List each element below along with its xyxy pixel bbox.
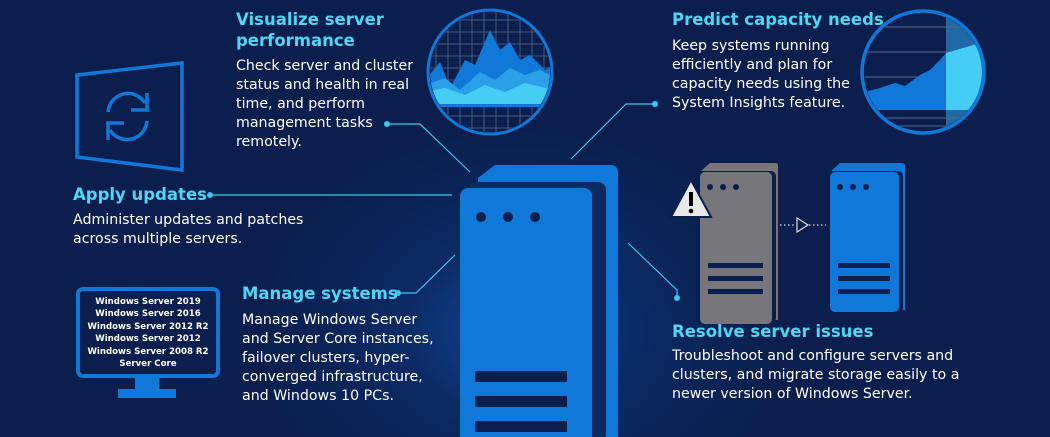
visualize-title: Visualize server performance	[236, 9, 384, 51]
body-line: remotely.	[236, 134, 302, 150]
manage-body: Manage Windows Server and Server Core ins…	[242, 311, 434, 406]
body-line: capacity needs using the	[672, 76, 850, 92]
capacity-chart-icon	[860, 9, 986, 135]
new-server-icon	[826, 163, 905, 313]
body-line: status and health in real	[236, 77, 410, 93]
connector-dots	[207, 101, 680, 301]
body-line: failover clusters, hyper-	[242, 350, 410, 366]
body-line: Keep systems running	[672, 38, 830, 54]
title-line: Visualize server	[236, 10, 384, 29]
warning-icon	[669, 177, 713, 218]
migrate-arrow-icon	[780, 216, 828, 234]
manage-title: Manage systems	[242, 284, 398, 303]
apply-body: Administer updates and patches across mul…	[73, 211, 303, 249]
body-line: across multiple servers.	[73, 231, 243, 247]
central-server-icon	[460, 165, 618, 437]
body-line: and Windows 10 PCs.	[242, 388, 394, 404]
apply-title: Apply updates	[73, 185, 207, 204]
version-item: Windows Server 2012 R2	[87, 321, 209, 332]
body-line: and Server Core instances,	[242, 331, 434, 347]
body-line: clusters, and migrate storage easily to …	[672, 367, 960, 383]
body-line: Manage Windows Server	[242, 312, 418, 328]
body-line: newer version of Windows Server.	[672, 386, 913, 402]
body-line: System Insights feature.	[672, 95, 846, 111]
title-line: performance	[236, 31, 355, 50]
body-line: converged infrastructure,	[242, 369, 423, 385]
predict-title: Predict capacity needs	[672, 10, 884, 29]
body-line: efficiently and plan for	[672, 57, 833, 73]
version-item: Windows Server 2008 R2	[87, 346, 209, 357]
body-line: time, and perform	[236, 96, 365, 112]
monitor-stand	[118, 378, 176, 398]
body-line: Administer updates and patches	[73, 212, 304, 228]
version-item: Windows Server 2012	[95, 334, 201, 345]
refresh-icon	[106, 91, 149, 142]
body-line: management tasks	[236, 115, 373, 131]
resolve-body: Troubleshoot and configure servers and cl…	[672, 347, 959, 404]
body-line: Check server and cluster	[236, 58, 414, 74]
visualize-body: Check server and cluster status and healt…	[236, 57, 413, 152]
predict-body: Keep systems running efficiently and plan…	[672, 37, 850, 113]
failing-server-icon	[696, 163, 778, 324]
version-item: Server Core	[119, 359, 177, 370]
connector-lines	[210, 103, 678, 297]
body-line: Troubleshoot and configure servers and	[672, 348, 954, 364]
monitor-icon: Windows Server 2019 Windows Server 2016 …	[76, 287, 220, 378]
version-item: Windows Server 2016	[95, 309, 201, 320]
performance-chart-icon	[426, 8, 554, 136]
resolve-title: Resolve server issues	[672, 322, 874, 341]
update-window-icon	[75, 61, 184, 172]
version-item: Windows Server 2019	[95, 297, 201, 307]
